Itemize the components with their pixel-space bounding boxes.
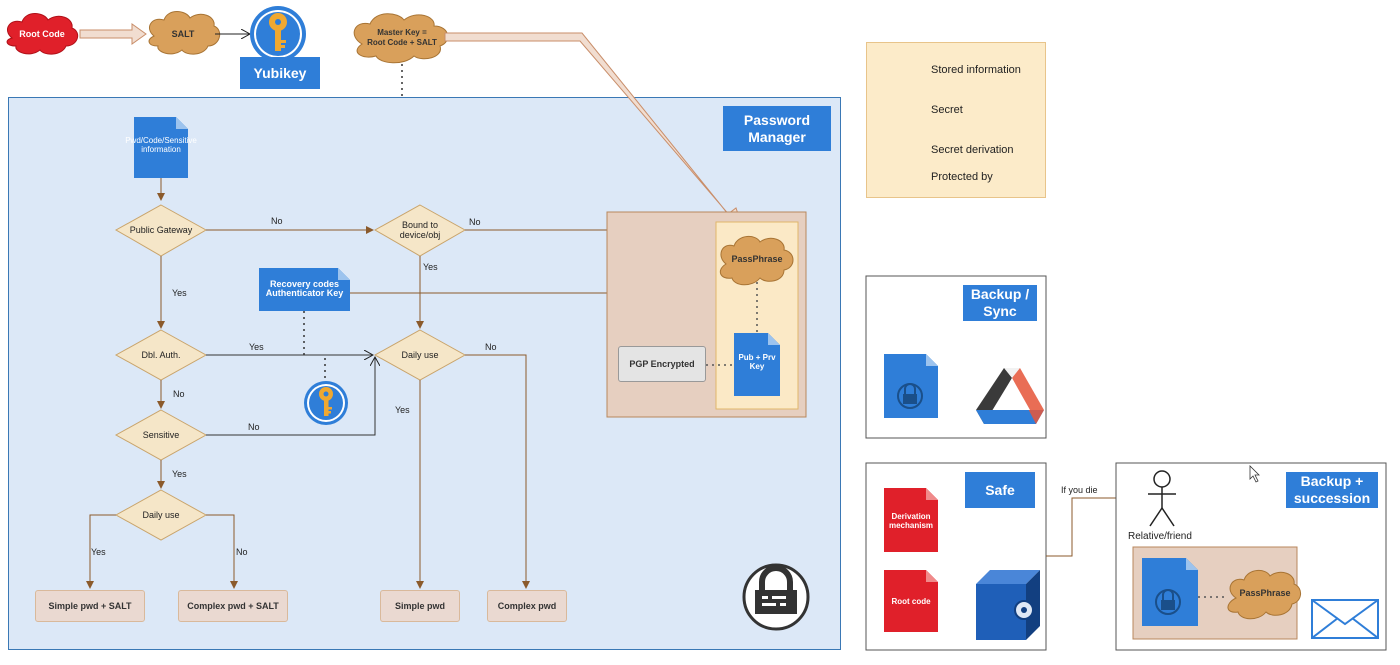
input-document-text: Pwd/Code/Sensitive information xyxy=(125,136,197,154)
public-gateway-label: Public Gateway xyxy=(129,225,193,235)
pgp-encrypted-node: PGP Encrypted xyxy=(618,346,706,382)
envelope-icon xyxy=(1311,599,1379,639)
derivation-arrow-master-passphrase xyxy=(444,32,743,227)
yubikey-label: Yubikey xyxy=(240,57,320,89)
drive-icon xyxy=(976,368,1044,424)
derivation-mechanism-doc xyxy=(884,488,938,552)
yubikey-icon xyxy=(250,6,306,62)
root-code-doc xyxy=(884,570,938,632)
edge-pg-yes: Yes xyxy=(172,288,187,298)
sensitive-label: Sensitive xyxy=(142,430,180,440)
edge-dul-no: No xyxy=(236,547,248,557)
if-you-die-label: If you die xyxy=(1061,485,1098,495)
passphrase-text: PassPhrase xyxy=(731,254,783,264)
edge-bd-no: No xyxy=(469,217,481,227)
succession-passphrase-text: PassPhrase xyxy=(1239,588,1291,598)
edge-sens-no: No xyxy=(248,422,260,432)
edge-dbl-yes: Yes xyxy=(249,342,264,352)
legend-panel xyxy=(866,42,1046,198)
succession-title: Backup + succession xyxy=(1286,472,1378,508)
person-icon xyxy=(1148,470,1176,527)
safe-icon xyxy=(976,570,1040,640)
recovery-document xyxy=(259,268,350,311)
salt-cloud xyxy=(148,11,221,55)
edge-bd-yes: Yes xyxy=(423,262,438,272)
legend-derivation-label: Secret derivation xyxy=(931,144,1014,156)
keypair-document xyxy=(734,333,780,396)
output-complex-salt: Complex pwd + SALT xyxy=(178,590,288,622)
password-manager-title: Password Manager xyxy=(723,106,831,151)
encrypted-file-icon xyxy=(884,354,938,418)
edge-dul-yes: Yes xyxy=(91,547,106,557)
passphrase-cloud xyxy=(719,236,794,286)
legend-secret-label: Secret xyxy=(931,104,963,116)
decision-daily-use-left xyxy=(114,489,208,541)
key-icon-recovery xyxy=(304,381,348,425)
legend-protected-label: Protected by xyxy=(931,171,993,183)
person-label: Relative/friend xyxy=(1128,531,1192,542)
root-code-text: Root Code xyxy=(19,29,65,39)
padlock-logo-icon xyxy=(742,563,810,631)
bound-device-label: Bound to device/obj xyxy=(399,220,441,240)
edge-dbl-no: No xyxy=(173,389,185,399)
safe-title: Safe xyxy=(965,472,1035,508)
mouse-cursor-icon xyxy=(1249,465,1260,483)
input-document xyxy=(134,117,188,178)
output-simple-salt: Simple pwd + SALT xyxy=(35,590,145,622)
master-key-text: Master Key = Root Code + SALT xyxy=(367,28,437,47)
recovery-document-text: Recovery codes Authenticator Key xyxy=(265,279,344,298)
legend-stored-label: Stored information xyxy=(931,64,1021,76)
daily-use-left-label: Daily use xyxy=(142,510,180,520)
edge-sens-yes: Yes xyxy=(172,469,187,479)
edge-pg-no: No xyxy=(271,216,283,226)
backup-sync-title: Backup / Sync xyxy=(963,285,1037,321)
keypair-text: Pub + Prv Key xyxy=(738,353,776,371)
succession-encrypted-file xyxy=(1142,558,1198,626)
edge-dur-no: No xyxy=(485,342,497,352)
derivation-mechanism-text: Derivation mechanism xyxy=(888,512,934,530)
derivation-arrow-root-salt xyxy=(79,23,147,45)
salt-text: SALT xyxy=(171,29,195,39)
root-code-doc-text: Root code xyxy=(891,596,931,606)
succession-passphrase-cloud xyxy=(1227,570,1301,620)
output-complex: Complex pwd xyxy=(487,590,567,622)
if-you-die-connector xyxy=(1046,494,1143,557)
edge-dur-yes: Yes xyxy=(395,405,410,415)
output-simple: Simple pwd xyxy=(380,590,460,622)
dbl-auth-label: Dbl. Auth. xyxy=(141,350,181,360)
daily-use-right-label: Daily use xyxy=(401,350,439,360)
root-code-cloud xyxy=(6,13,79,55)
